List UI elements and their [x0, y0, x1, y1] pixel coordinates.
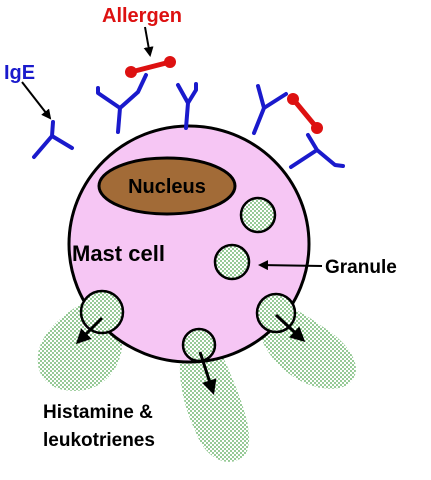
mast-cell-label: Mast cell	[72, 241, 165, 266]
granule-upper	[239, 196, 277, 234]
granule-label: Granule	[325, 257, 397, 278]
release-arrow-right	[274, 313, 306, 343]
allergen-pointer-arrow	[143, 26, 154, 57]
histamine-label: Histamine &	[43, 402, 153, 423]
ige-pointer-arrow	[21, 81, 52, 120]
release-arrows	[75, 313, 306, 395]
label-pointers	[21, 26, 323, 271]
granule-pointer-arrow	[258, 260, 323, 271]
nucleus-label: Nucleus	[128, 176, 206, 198]
allergen-label: Allergen	[102, 5, 182, 27]
allergen-molecule-1	[125, 56, 176, 78]
allergens	[125, 56, 323, 134]
ige-antibodies	[32, 73, 345, 169]
release-arrow-center	[198, 351, 217, 395]
ige-antibody-5	[289, 133, 345, 169]
ige-antibody-2	[176, 82, 198, 130]
ige-antibody-4	[252, 84, 288, 135]
granule-exit-center	[181, 327, 217, 363]
ige-antibody-1	[96, 73, 148, 134]
granule-lower	[213, 243, 251, 281]
allergen-molecule-2	[287, 93, 323, 134]
ige-antibody-3	[32, 120, 74, 159]
release-arrow-left	[75, 316, 104, 345]
granule-exit-left	[79, 289, 125, 335]
nucleus	[97, 156, 237, 216]
leukotrienes-label: leukotrienes	[43, 430, 155, 451]
ige-label: IgE	[4, 62, 35, 84]
